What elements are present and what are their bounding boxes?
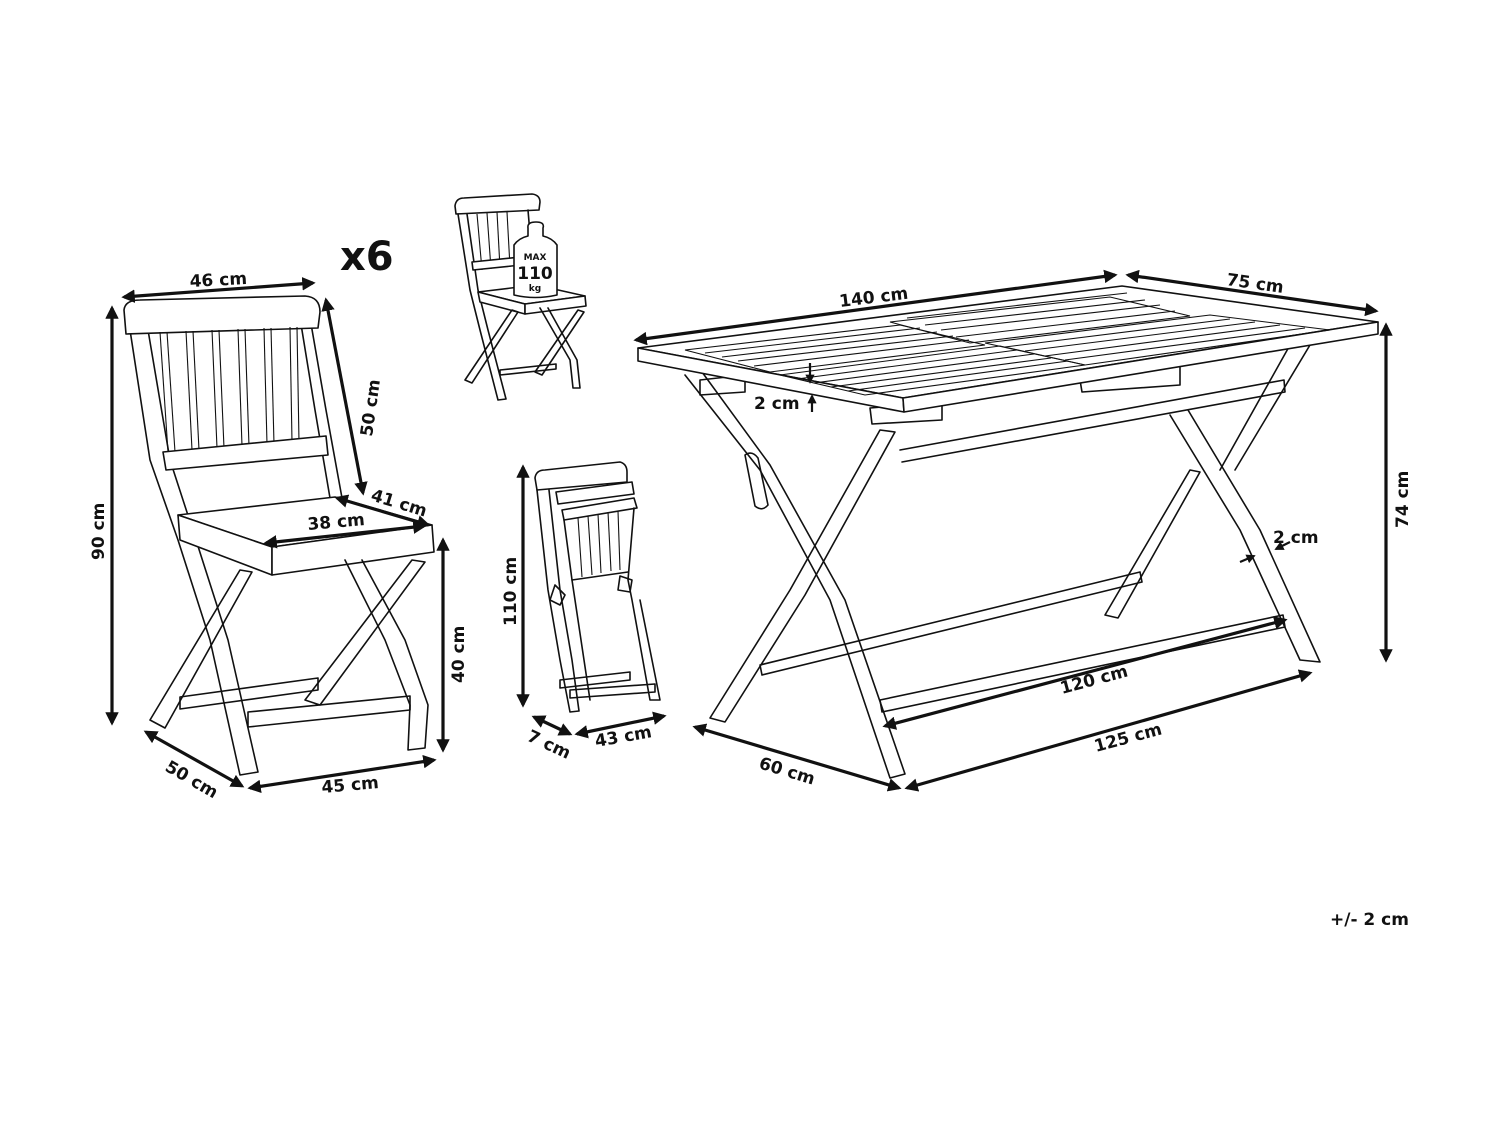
label-table-height: 74 cm xyxy=(1393,471,1413,528)
label-top-thickness: 2 cm xyxy=(754,394,800,414)
label-base-width-table: 60 cm xyxy=(757,754,818,790)
label-total-height: 90 cm xyxy=(89,503,109,560)
label-table-length: 140 cm xyxy=(838,284,909,312)
label-leg-thickness: 2 cm xyxy=(1273,528,1319,548)
folded-chair-dimension-lines xyxy=(516,464,667,739)
label-table-width: 75 cm xyxy=(1225,270,1285,298)
load-badge-unit: kg xyxy=(529,284,541,294)
load-chair-drawing: MAX 110 kg xyxy=(454,193,587,401)
load-badge-value: 110 xyxy=(517,264,553,284)
load-badge-top: MAX xyxy=(524,253,547,263)
folded-chair-drawing xyxy=(534,461,661,713)
label-folded-width: 43 cm xyxy=(593,722,653,752)
label-back-height: 50 cm xyxy=(357,378,385,438)
label-folded-height: 110 cm xyxy=(501,557,521,626)
table-drawing xyxy=(637,285,1379,779)
label-base-width: 45 cm xyxy=(321,773,380,798)
chair-dimension-lines xyxy=(105,277,450,794)
label-seat-width: 38 cm xyxy=(307,510,366,535)
tolerance-note: +/- 2 cm xyxy=(1330,910,1409,930)
label-back-width: 46 cm xyxy=(189,269,247,292)
table-dimension-lines xyxy=(633,269,1393,792)
quantity-label: x6 xyxy=(340,234,394,280)
chair-drawing xyxy=(123,295,435,776)
label-base-depth: 50 cm xyxy=(162,757,222,803)
label-seat-height: 40 cm xyxy=(449,626,469,683)
